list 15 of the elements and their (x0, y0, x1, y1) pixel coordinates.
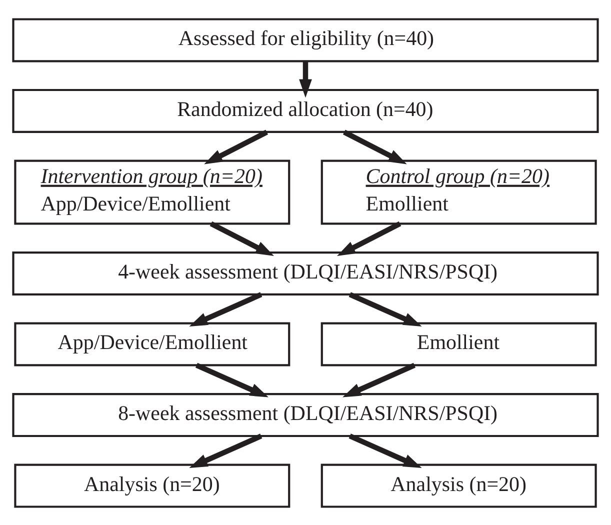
arrow (210, 220, 274, 256)
node-box: Control group (n=20) Emollient (320, 159, 597, 224)
node-box: 8-week assessment (DLQI/EASI/NRS/PSQI) (12, 392, 599, 437)
node-box: Analysis (n=20) (320, 463, 597, 508)
arrow (342, 129, 407, 164)
node-box: Randomized allocation (n=40) (12, 88, 599, 132)
node-box: Intervention group (n=20) App/Device/Emollient (14, 159, 290, 224)
arrow (299, 60, 312, 98)
arrow (204, 129, 268, 164)
node-box: Assessed for eligibility (n=40) (12, 18, 599, 62)
arrow (337, 220, 402, 256)
node-box: App/Device/Emollient (14, 322, 290, 366)
node-box: Emollient (320, 322, 597, 366)
node-box: Analysis (n=20) (14, 463, 290, 508)
node-box: 4-week assessment (DLQI/EASI/NRS/PSQI) (12, 250, 599, 295)
